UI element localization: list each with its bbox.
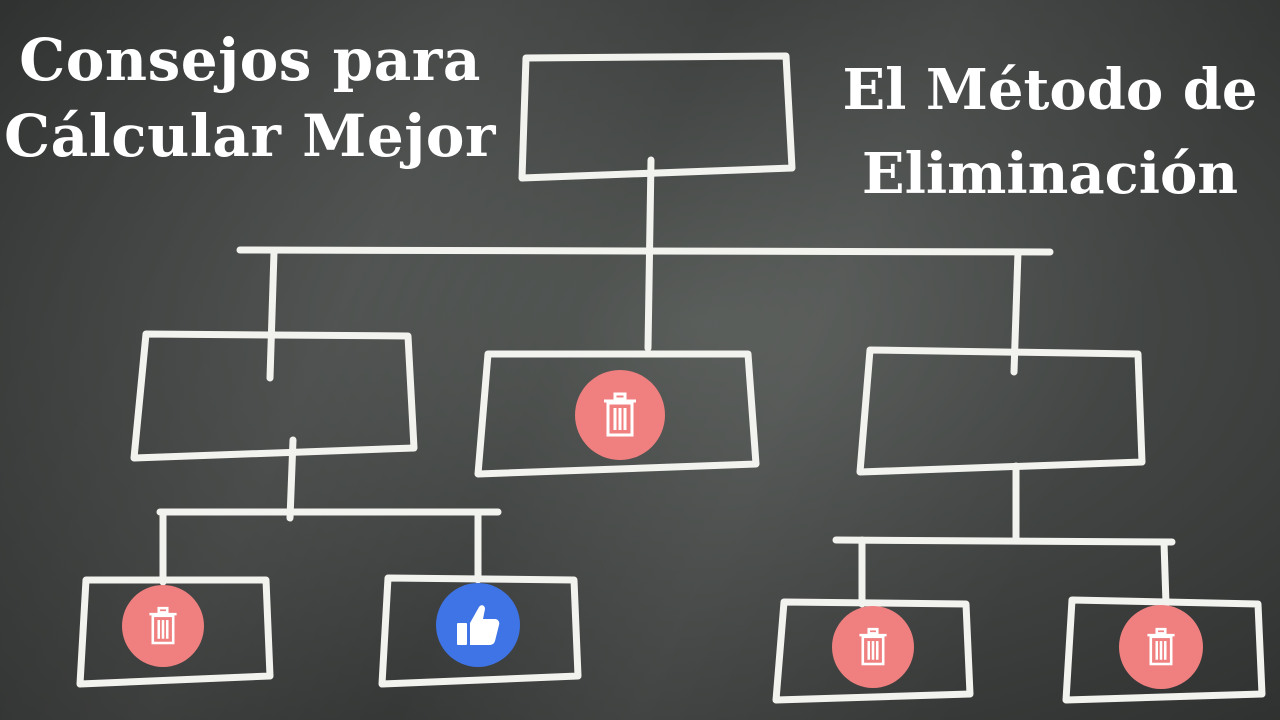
trash-icon [832, 606, 914, 688]
leaf-box-3 [772, 598, 974, 704]
title-left-line2: Cálcular Mejor [4, 102, 496, 170]
thumbs-up-icon [436, 583, 520, 667]
trash-icon [122, 585, 204, 667]
level2-right-box [856, 346, 1146, 476]
level2-left-box [130, 330, 418, 462]
right-drop-b [1160, 538, 1170, 608]
leaf-box-2 [378, 574, 582, 688]
title-right-line2: Eliminación [861, 141, 1239, 207]
title-left: Consejos para Cálcular Mejor [0, 22, 500, 174]
leaf-box-1 [76, 576, 274, 688]
trash-icon [1119, 605, 1203, 689]
root-box [518, 52, 796, 182]
leaf-box-4 [1062, 596, 1266, 704]
level1-connector [236, 246, 1054, 256]
title-left-line1: Consejos para [19, 26, 481, 94]
trash-icon [575, 370, 665, 460]
title-right-line1: El Método de [842, 57, 1258, 123]
level1-drop-left [266, 248, 278, 382]
level2-center-box [474, 350, 760, 478]
title-right: El Método de Eliminación [830, 48, 1270, 216]
left-stem [286, 436, 297, 522]
right-connector [832, 536, 1176, 546]
